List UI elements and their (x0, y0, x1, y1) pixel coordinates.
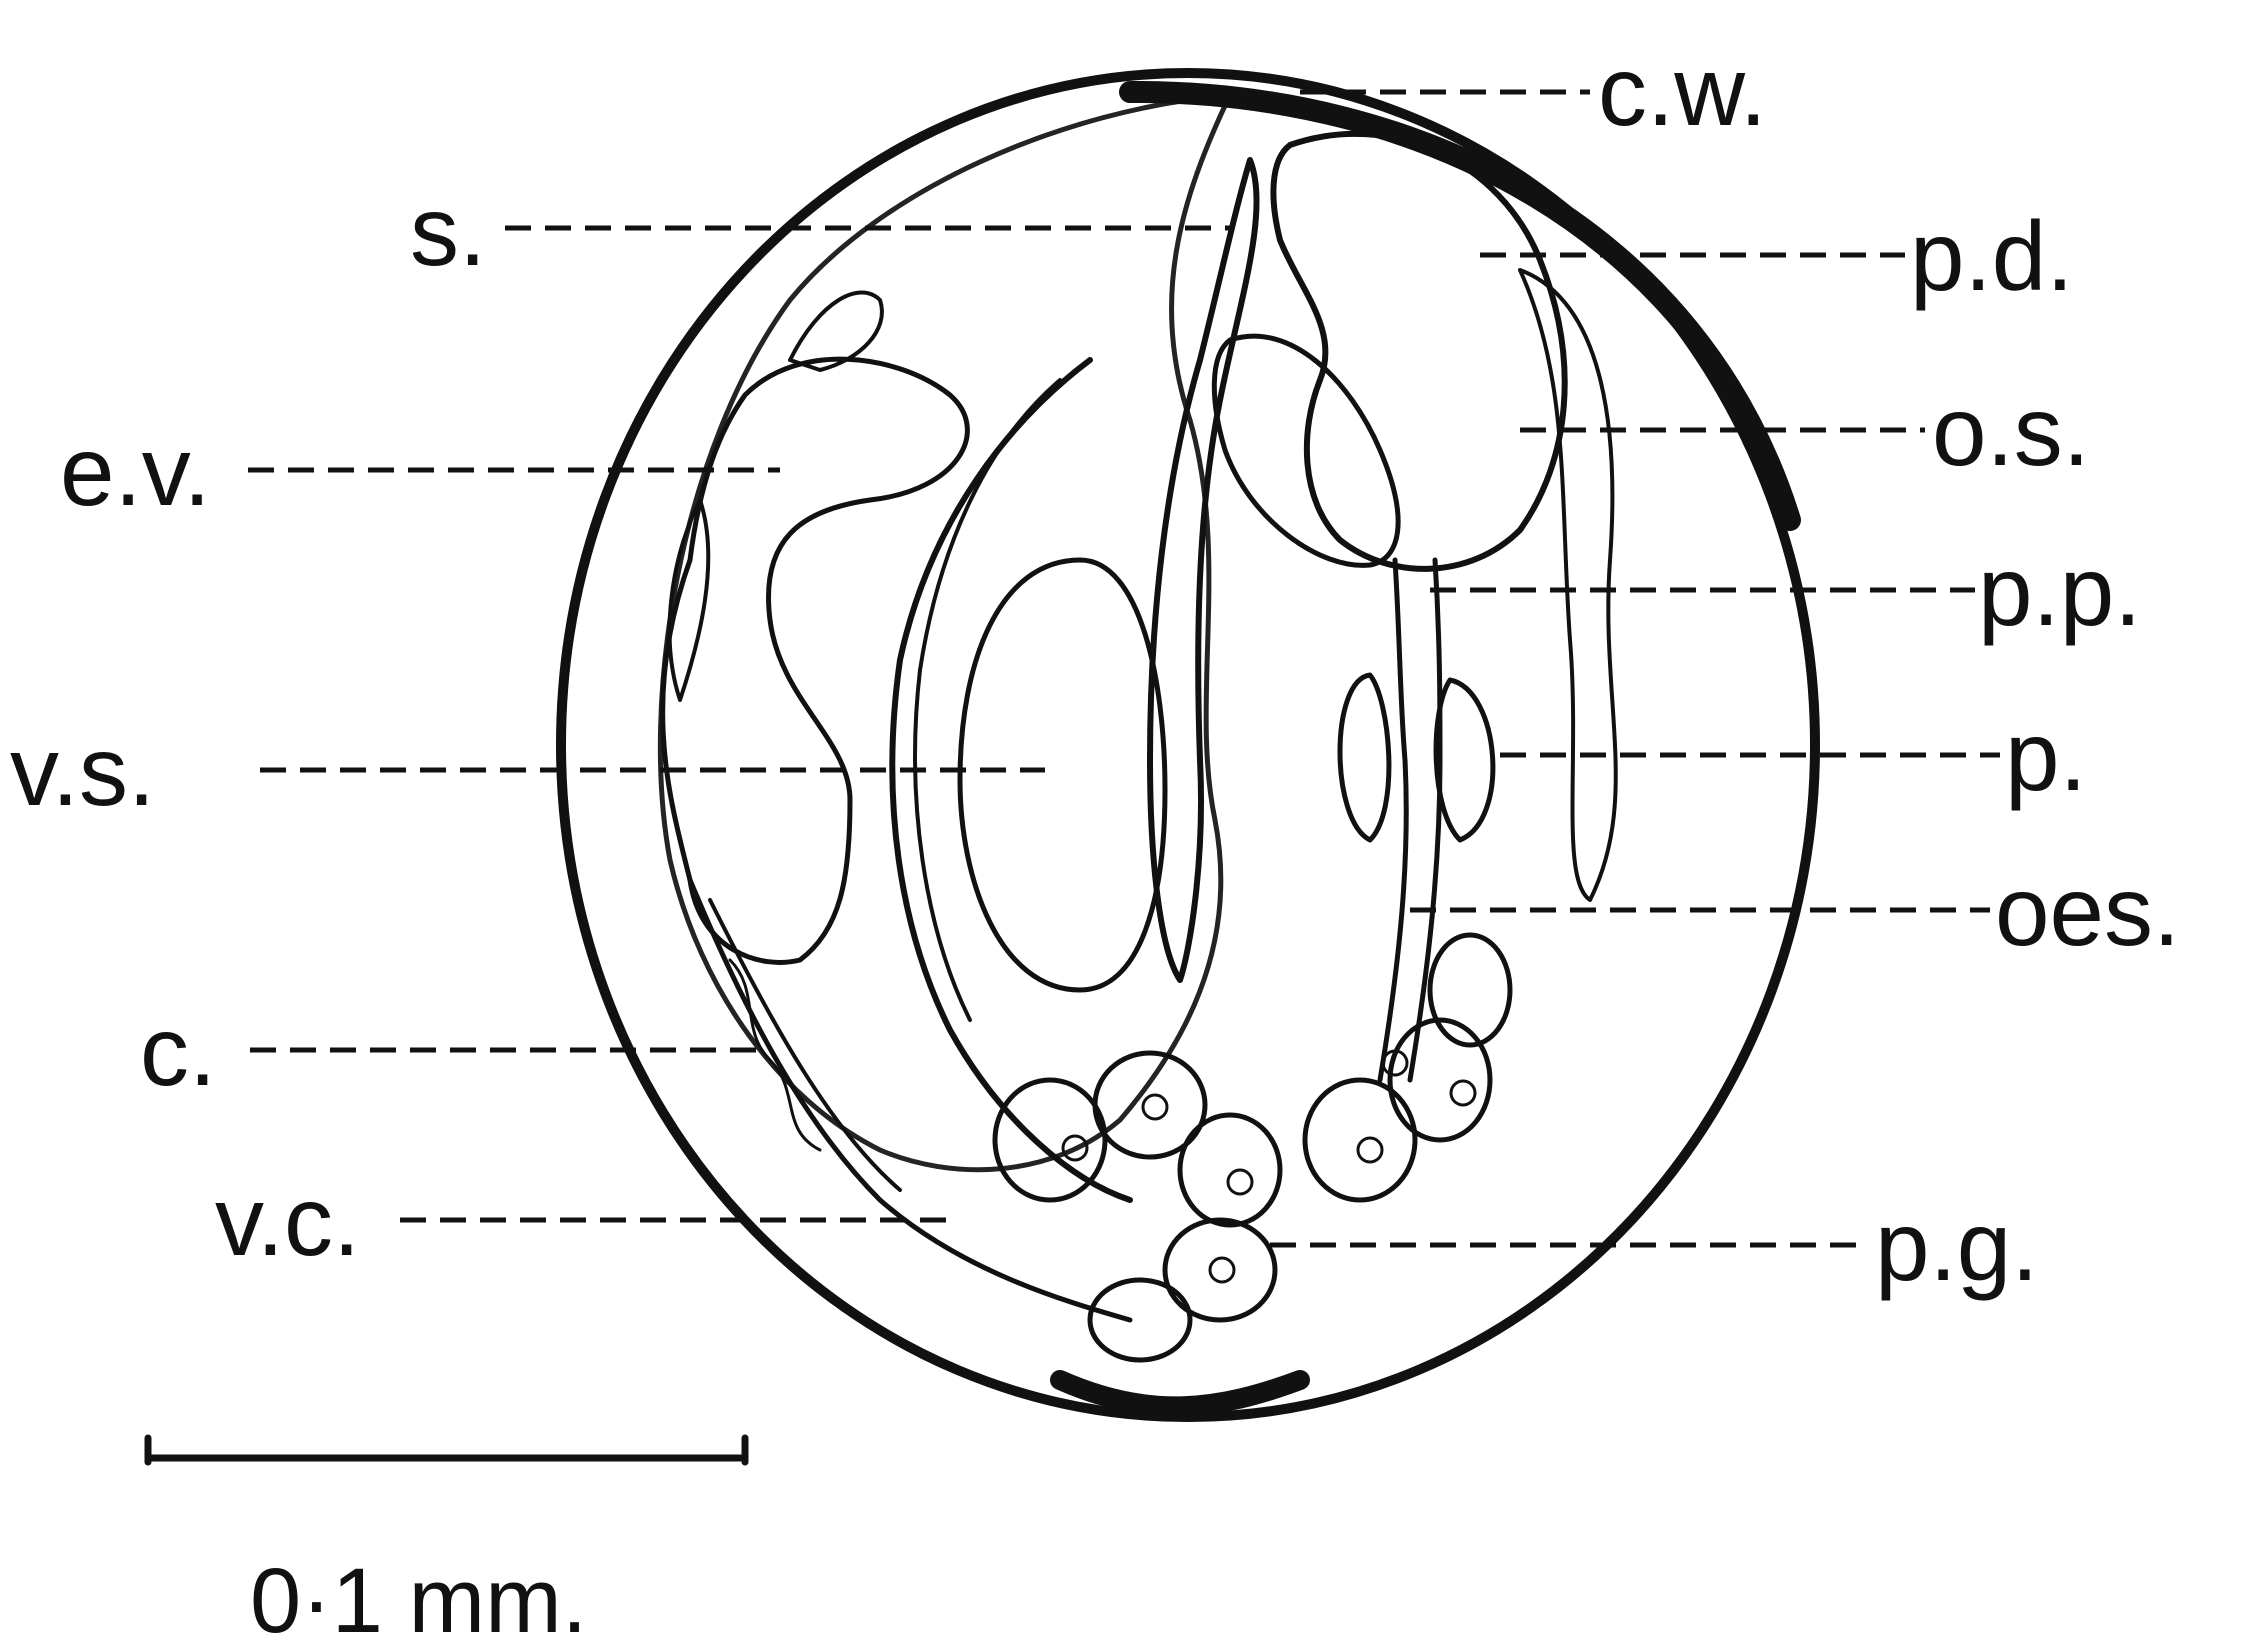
label-c: c. (140, 996, 216, 1106)
label-p: p. (2005, 701, 2087, 811)
label-os: o.s. (1932, 376, 2090, 486)
scale-bar-label: 0·1 mm. (250, 1550, 587, 1651)
label-pg: p.g. (1875, 1191, 2038, 1301)
label-pd: p.d. (1910, 201, 2073, 311)
stylet (1150, 160, 1257, 980)
scale-bar: 0·1 mm. (148, 1438, 745, 1651)
label-vs: v.s. (10, 716, 155, 826)
ventral-sucker (960, 560, 1165, 990)
label-cw: c.w. (1598, 36, 1767, 146)
caeca (690, 360, 1130, 1320)
cyst-wall (561, 73, 1815, 1417)
label-oes: oes. (1995, 856, 2180, 966)
pharynx (1340, 560, 1493, 1080)
penetration-glands (995, 935, 1510, 1360)
label-s: s. (410, 176, 486, 286)
label-pp: p.p. (1978, 536, 2141, 646)
label-ev: e.v. (60, 416, 211, 526)
label-vc: v.c. (215, 1166, 360, 1276)
pigment-band (1520, 270, 1616, 900)
